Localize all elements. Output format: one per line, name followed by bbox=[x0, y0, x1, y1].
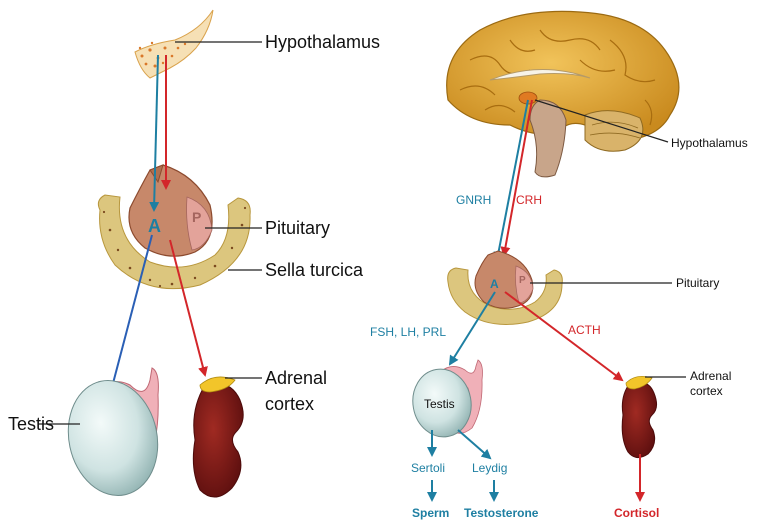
pituitary-label: Pituitary bbox=[265, 218, 330, 238]
hypothalamus-label: Hypothalamus bbox=[265, 32, 380, 52]
right-panel: Hypothalamus GNRH CRH A P Pituitary FSH,… bbox=[370, 11, 748, 520]
right-pituitary-label: Pituitary bbox=[676, 276, 719, 290]
sertoli-label: Sertoli bbox=[411, 461, 445, 475]
crh-label: CRH bbox=[516, 193, 542, 207]
gnrh-label: GNRH bbox=[456, 193, 491, 207]
left-red-arrow-bottom bbox=[170, 240, 205, 375]
sperm-label: Sperm bbox=[412, 506, 449, 520]
right-adrenal-label-line2: cortex bbox=[690, 384, 723, 398]
cortisol-label: Cortisol bbox=[614, 506, 659, 520]
testis-label: Testis bbox=[8, 414, 54, 434]
anterior-letter: A bbox=[148, 216, 161, 236]
sella-turcica-label: Sella turcica bbox=[265, 260, 364, 280]
right-hypothalamus-label: Hypothalamus bbox=[671, 136, 748, 150]
leydig-label: Leydig bbox=[472, 461, 507, 475]
brain-shape bbox=[447, 11, 679, 177]
acth-arrow bbox=[505, 292, 622, 380]
testis-shape bbox=[58, 368, 168, 504]
right-posterior-letter: P bbox=[519, 275, 526, 286]
acth-label: ACTH bbox=[568, 323, 601, 337]
adrenal-label-line2: cortex bbox=[265, 394, 314, 414]
hypothalamus-shape bbox=[135, 10, 213, 78]
fsh-lh-prl-label: FSH, LH, PRL bbox=[370, 325, 446, 339]
posterior-letter: P bbox=[192, 209, 201, 225]
kidney-shape bbox=[193, 377, 243, 497]
leydig-arrow bbox=[458, 430, 490, 458]
adrenal-label-line1: Adrenal bbox=[265, 368, 327, 388]
right-anterior-letter: A bbox=[490, 277, 499, 291]
left-panel: Hypothalamus A P Pituitary Sella turcica bbox=[8, 10, 380, 504]
right-testis-label: Testis bbox=[424, 397, 455, 411]
testosterone-label: Testosterone bbox=[464, 506, 539, 520]
right-adrenal-label-line1: Adrenal bbox=[690, 369, 731, 383]
right-kidney-shape bbox=[622, 376, 656, 457]
